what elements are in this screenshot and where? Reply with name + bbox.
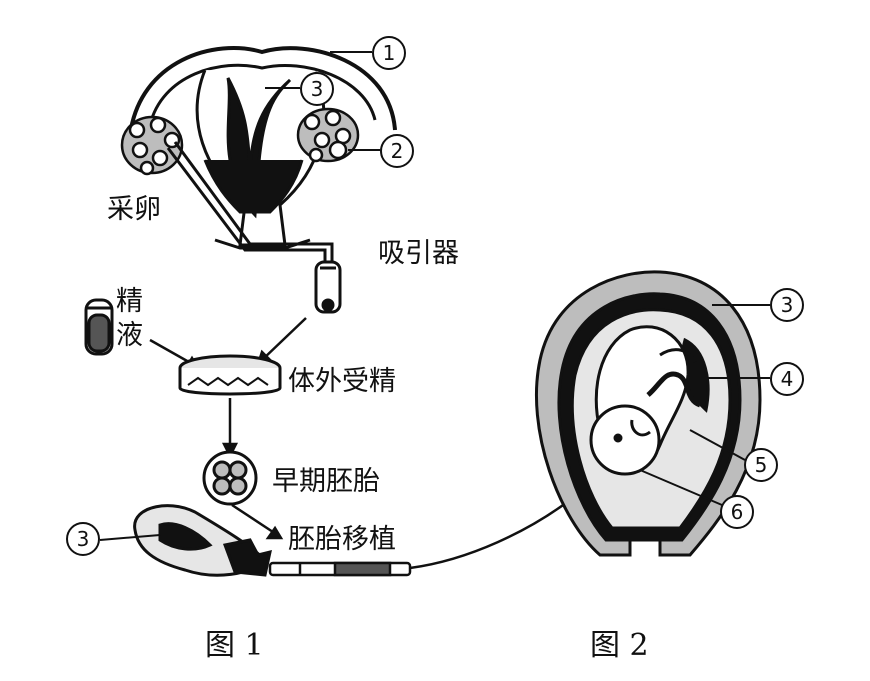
right-ovary xyxy=(296,107,360,163)
marker-3-uterus: 3 xyxy=(300,72,334,106)
transfer-uterus xyxy=(133,504,272,577)
label-aspirator: 吸引器 xyxy=(378,238,459,269)
marker-4: 4 xyxy=(770,362,804,396)
label-embryo-transfer: 胚胎移植 xyxy=(288,524,396,555)
label-early-embryo: 早期胚胎 xyxy=(272,466,380,497)
caption-figure-2: 图 2 xyxy=(590,628,649,663)
leader-lines-fig1 xyxy=(99,51,380,541)
marker-5: 5 xyxy=(744,448,778,482)
leader-lines-fig2 xyxy=(639,304,770,506)
label-egg-collection: 采卵 xyxy=(107,194,161,225)
fetus xyxy=(589,325,702,476)
left-ovary xyxy=(120,115,184,176)
marker-6: 6 xyxy=(720,495,754,529)
aspirator xyxy=(166,141,342,314)
early-embryo xyxy=(202,450,258,506)
label-ivf: 体外受精 xyxy=(288,366,396,397)
marker-1: 1 xyxy=(372,36,406,70)
semen-tube xyxy=(84,298,114,356)
petri-dish xyxy=(178,354,282,396)
marker-3-transfer: 3 xyxy=(66,522,100,556)
marker-3-fig2: 3 xyxy=(770,288,804,322)
label-semen: 精液 xyxy=(116,286,143,351)
uterus-illustration xyxy=(128,46,397,250)
caption-figure-1: 图 1 xyxy=(205,628,264,663)
umbilical-cord xyxy=(646,371,702,408)
marker-2: 2 xyxy=(380,134,414,168)
transfer-syringe xyxy=(268,561,412,577)
